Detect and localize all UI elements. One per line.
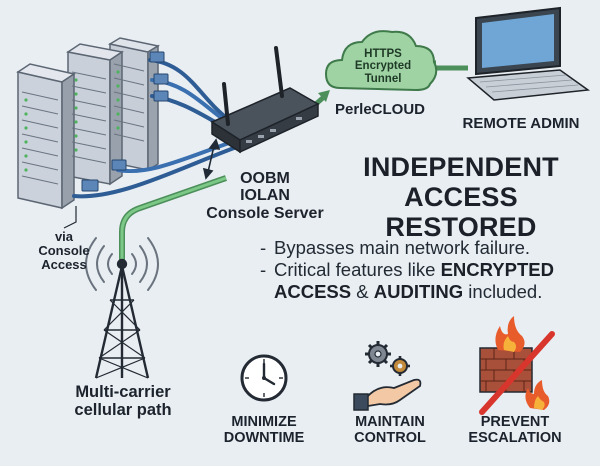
cloud-line-3: Tunnel xyxy=(364,72,402,85)
bidirectional-arrow-icon xyxy=(202,138,221,180)
laptop-icon xyxy=(466,6,591,101)
console-access-pointer xyxy=(63,206,77,229)
benefit-3-line-1: PREVENT xyxy=(480,414,550,430)
benefit-1-line-2: DOWNTIME xyxy=(223,430,305,447)
console-access-line-3: Access xyxy=(41,257,87,273)
console-server-line-2: IOLAN xyxy=(240,187,290,205)
console-server-line-3: Console Server xyxy=(206,204,324,222)
console-server-line-1: OOBM xyxy=(240,170,290,187)
cellular-line-1: Multi-carrier xyxy=(75,383,171,401)
rj45-connector-icon xyxy=(81,51,169,192)
cloud-line-2: Encrypted xyxy=(354,60,412,73)
signal-waves-icon xyxy=(85,237,159,291)
headline-line-2: ACCESS RESTORED xyxy=(385,182,537,243)
firewall-blocked-icon xyxy=(479,316,555,415)
bullet-item: - Critical features like ENCRYPTED ACCES… xyxy=(260,259,554,303)
cell-tower-icon xyxy=(94,258,150,379)
remote-admin-label: REMOTE ADMIN xyxy=(462,115,580,132)
bullet-2-post: included. xyxy=(463,281,543,303)
clock-icon xyxy=(240,354,288,402)
bullet-1-text: Bypasses main network failure. xyxy=(274,237,531,258)
cloud-line-1: HTTPS xyxy=(364,48,402,60)
benefit-1-line-1: MINIMIZE xyxy=(231,414,297,430)
cloud-name-label: PerleCLOUD xyxy=(334,101,426,118)
bullet-item: - Bypasses main network failure. xyxy=(260,237,531,258)
cloud-tunnel-label: HTTPS Encrypted Tunnel xyxy=(344,48,422,85)
benefit-maintain-control: MAINTAIN CONTROL xyxy=(335,414,445,446)
uplink-arrow-icon xyxy=(318,90,330,102)
benefit-2-line-2: CONTROL xyxy=(354,430,426,447)
console-access-label: via Console Access xyxy=(28,229,100,273)
cellular-line-2: cellular path xyxy=(74,400,172,419)
console-access-line-2: Console xyxy=(38,243,90,259)
cellular-label: Multi-carrier cellular path xyxy=(60,383,186,420)
benefit-3-line-2: ESCALATION xyxy=(468,430,562,447)
bullet-2-pre: Critical features like xyxy=(274,259,441,281)
bullet-2-emphasis-2: AUDITING xyxy=(373,281,464,303)
console-server-icon xyxy=(210,46,320,154)
console-server-label: OOBM IOLAN Console Server xyxy=(198,170,332,222)
benefit-prevent-escalation: PREVENT ESCALATION xyxy=(460,414,570,446)
bullet-2-mid: & xyxy=(351,281,374,303)
benefit-2-line-1: MAINTAIN xyxy=(355,414,425,430)
benefit-minimize-downtime: MINIMIZE DOWNTIME xyxy=(209,414,319,446)
headline: INDEPENDENT ACCESS RESTORED xyxy=(330,152,592,243)
gears-hand-icon xyxy=(353,341,422,411)
headline-line-1: INDEPENDENT xyxy=(363,152,559,182)
server-rack-icon xyxy=(16,37,161,210)
bullet-list: - Bypasses main network failure. - Criti… xyxy=(260,237,590,304)
bullet-2-emphasis-1: ENCRYPTED ACCESS xyxy=(274,259,554,303)
cloud-icon xyxy=(324,30,438,92)
console-access-line-1: via xyxy=(54,229,74,244)
